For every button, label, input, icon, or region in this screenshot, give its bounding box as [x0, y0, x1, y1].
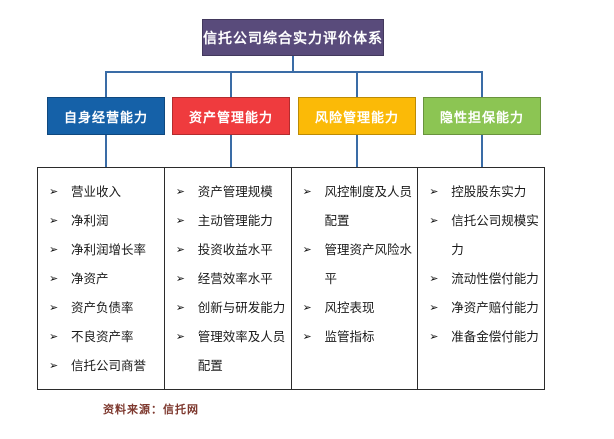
list-column-implicit-guarantee: ➢ 控股股东实力 ➢ 信托公司规模实力 ➢ 流动性偿付能力 ➢ 净资产赔付能力 ➢ 准备金…	[418, 168, 544, 389]
list-column-self-operation: ➢ 营业收入 ➢ 净利润 ➢ 净利润增长率 ➢ 净资产 ➢ 资产负债率 ➢ 不良资产率 ➢ 信…	[38, 168, 165, 389]
list-item-label: 控股股东实力	[451, 185, 527, 199]
branch-label: 自身经营能力	[63, 109, 148, 125]
connector-stem-1	[105, 135, 107, 167]
list-column-asset-management: ➢ 资产管理规模 ➢ 主动管理能力 ➢ 投资收益水平 ➢ 经营效率水平 ➢ 创新与研发能力…	[165, 168, 292, 389]
connector-stem-3	[356, 135, 358, 167]
arrow-bullet-icon: ➢	[302, 302, 312, 314]
list-item: ➢ 资产管理规模	[165, 178, 291, 207]
list-item-label: 主动管理能力	[197, 214, 273, 228]
source-note: 资料来源：信托网	[103, 404, 199, 416]
list-item-label: 净资产赔付能力	[451, 301, 539, 315]
list-item-label: 净资产	[71, 272, 109, 286]
list-item-label: 信托公司商誉	[71, 359, 147, 373]
arrow-bullet-icon: ➢	[302, 186, 312, 198]
arrow-bullet-icon: ➢	[49, 331, 59, 343]
list-item-label: 资产负债率	[71, 301, 134, 315]
list-item: ➢ 管理效率及人员配置	[165, 323, 291, 381]
list-item-label: 不良资产率	[71, 330, 134, 344]
connector-drop-3	[356, 71, 358, 97]
arrow-bullet-icon: ➢	[175, 215, 185, 227]
list-item-label: 创新与研发能力	[197, 301, 286, 315]
list-item-label: 管理效率及人员配置	[197, 330, 286, 373]
root-node: 信托公司综合实力评价体系	[202, 19, 384, 56]
arrow-bullet-icon: ➢	[175, 302, 185, 314]
branch-label: 风险管理能力	[314, 109, 399, 125]
arrow-bullet-icon: ➢	[49, 273, 59, 285]
list-item: ➢ 经营效率水平	[165, 265, 291, 294]
arrow-bullet-icon: ➢	[49, 302, 59, 314]
branch-node-implicit-guarantee: 隐性担保能力	[423, 97, 541, 135]
list-item: ➢ 主动管理能力	[165, 207, 291, 236]
list-item: ➢ 信托公司商誉	[38, 352, 164, 381]
arrow-bullet-icon: ➢	[175, 273, 185, 285]
branch-node-risk-management: 风险管理能力	[298, 97, 416, 135]
arrow-bullet-icon: ➢	[175, 186, 185, 198]
list-item: ➢ 风控制度及人员配置	[292, 178, 418, 236]
list-item: ➢ 投资收益水平	[165, 236, 291, 265]
list-item: ➢ 资产负债率	[38, 294, 164, 323]
connector-root-stem	[292, 56, 294, 72]
arrow-bullet-icon: ➢	[429, 273, 439, 285]
connector-stem-4	[481, 135, 483, 167]
list-item-label: 信托公司规模实力	[451, 214, 539, 257]
list-item: ➢ 净资产赔付能力	[418, 294, 544, 323]
arrow-bullet-icon: ➢	[302, 244, 312, 256]
arrow-bullet-icon: ➢	[302, 331, 312, 343]
list-item-label: 风控表现	[324, 301, 375, 315]
arrow-bullet-icon: ➢	[429, 302, 439, 314]
root-node-label: 信托公司综合实力评价体系	[203, 29, 383, 46]
connector-horizontal	[105, 71, 483, 73]
list-item-label: 投资收益水平	[197, 243, 273, 257]
list-item: ➢ 营业收入	[38, 178, 164, 207]
list-item: ➢ 流动性偿付能力	[418, 265, 544, 294]
list-item: ➢ 净利润	[38, 207, 164, 236]
detail-lists: ➢ 营业收入 ➢ 净利润 ➢ 净利润增长率 ➢ 净资产 ➢ 资产负债率 ➢ 不良资产率 ➢ 信…	[37, 167, 545, 390]
connector-drop-2	[230, 71, 232, 97]
list-item-label: 资产管理规模	[197, 185, 273, 199]
arrow-bullet-icon: ➢	[429, 215, 439, 227]
list-item: ➢ 控股股东实力	[418, 178, 544, 207]
branch-node-self-operation: 自身经营能力	[47, 97, 165, 135]
list-item-label: 管理资产风险水平	[324, 243, 413, 286]
connector-drop-1	[105, 71, 107, 97]
list-item-label: 经营效率水平	[197, 272, 273, 286]
arrow-bullet-icon: ➢	[49, 360, 59, 372]
list-item: ➢ 监管指标	[292, 323, 418, 352]
list-item: ➢ 信托公司规模实力	[418, 207, 544, 265]
branch-label: 资产管理能力	[188, 109, 273, 125]
arrow-bullet-icon: ➢	[175, 244, 185, 256]
list-column-risk-management: ➢ 风控制度及人员配置 ➢ 管理资产风险水平 ➢ 风控表现 ➢ 监管指标	[292, 168, 419, 389]
list-item: ➢ 风控表现	[292, 294, 418, 323]
arrow-bullet-icon: ➢	[49, 186, 59, 198]
list-item-label: 净利润增长率	[71, 243, 147, 257]
list-item: ➢ 净资产	[38, 265, 164, 294]
arrow-bullet-icon: ➢	[49, 244, 59, 256]
list-item: ➢ 创新与研发能力	[165, 294, 291, 323]
arrow-bullet-icon: ➢	[175, 331, 185, 343]
list-item-label: 净利润	[71, 214, 109, 228]
list-item-label: 监管指标	[324, 330, 375, 344]
list-item-label: 营业收入	[71, 185, 122, 199]
arrow-bullet-icon: ➢	[429, 331, 439, 343]
branch-node-asset-management: 资产管理能力	[172, 97, 290, 135]
connector-stem-2	[230, 135, 232, 167]
list-item-label: 流动性偿付能力	[451, 272, 539, 286]
connector-drop-4	[481, 71, 483, 97]
list-item: ➢ 准备金偿付能力	[418, 323, 544, 352]
branch-label: 隐性担保能力	[439, 109, 524, 125]
arrow-bullet-icon: ➢	[49, 215, 59, 227]
arrow-bullet-icon: ➢	[429, 186, 439, 198]
list-item: ➢ 不良资产率	[38, 323, 164, 352]
list-item: ➢ 管理资产风险水平	[292, 236, 418, 294]
list-item-label: 风控制度及人员配置	[324, 185, 413, 228]
list-item: ➢ 净利润增长率	[38, 236, 164, 265]
list-item-label: 准备金偿付能力	[451, 330, 539, 344]
